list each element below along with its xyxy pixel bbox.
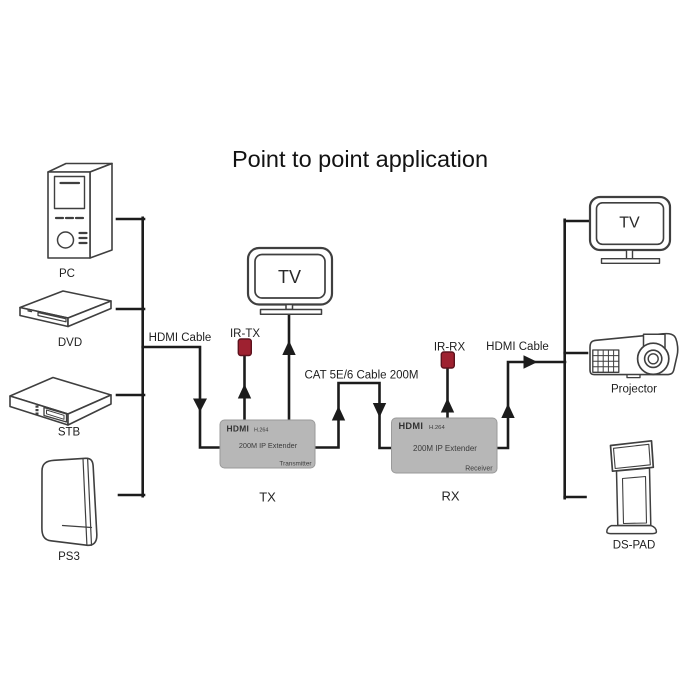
projector-foot <box>626 373 641 379</box>
tv-center-base <box>259 308 323 316</box>
ps3-icon <box>41 457 98 547</box>
rx-tag: RX <box>441 489 459 504</box>
ds-pad-panel <box>621 475 648 525</box>
arrow-right-hdmi-right <box>523 355 538 369</box>
receiver-brand: HDMI <box>399 421 424 431</box>
projector-lens-inner <box>647 353 659 365</box>
transmitter-role: Transmitter <box>279 461 312 468</box>
hdmi-cable-right-line <box>495 360 567 450</box>
ds-pad-icon <box>606 439 658 535</box>
pc-label: PC <box>59 268 75 280</box>
ds-pad-label: DS-PAD <box>613 540 656 552</box>
pc-screen <box>53 175 86 210</box>
dvd-right-face <box>67 300 112 328</box>
arrow-up-hdmi-right <box>501 403 515 418</box>
dvd-icon <box>19 290 112 328</box>
dvd-indicator <box>27 310 33 313</box>
pc-drive-bars <box>78 231 88 245</box>
ps3-seam-1 <box>82 458 88 546</box>
ir-rx-icon <box>440 351 455 369</box>
tx-tag: TX <box>259 490 276 505</box>
ds-pad-base <box>606 524 658 535</box>
hdmi-cable-right-label: HDMI Cable <box>486 341 549 353</box>
tv-right-icon <box>588 195 672 265</box>
hdmi-cable-left-line <box>141 345 222 449</box>
ir-tx-label: IR-TX <box>230 328 260 340</box>
stb-led-dots <box>35 405 39 415</box>
transmitter-brand: HDMI <box>227 424 250 434</box>
arrow-down-cat-right <box>372 403 387 418</box>
projector-label: Projector <box>611 384 657 396</box>
dvd-label: DVD <box>58 337 82 349</box>
dvd-tray-slot <box>37 311 67 323</box>
projector-lens-mid <box>643 349 663 369</box>
stb-label: STB <box>58 427 81 439</box>
pc-power-button <box>56 231 75 249</box>
arrow-up-tv-center <box>282 340 296 355</box>
hdmi-cable-left-label: HDMI Cable <box>149 332 212 344</box>
receiver-box: HDMI H.264 200M IP Extender Receiver <box>391 417 498 474</box>
arrow-up-ir-rx <box>440 398 455 413</box>
projector-vent-grid <box>592 349 620 373</box>
ps3-label: PS3 <box>58 551 80 563</box>
pc-side-face <box>89 162 113 259</box>
tv-right-screen <box>595 202 665 246</box>
tv-center-label: TV <box>278 267 301 287</box>
receiver-body <box>391 417 498 474</box>
stb-right-face <box>67 394 112 426</box>
ir-tx-icon <box>237 338 253 357</box>
page-title: Point to point application <box>232 146 488 172</box>
ds-pad-screen-inner <box>612 443 651 470</box>
tv-right-base <box>600 258 661 265</box>
tv-center-icon <box>246 246 334 316</box>
ps3-lower-line <box>61 524 93 529</box>
receiver-role: Receiver <box>465 465 493 472</box>
arrow-down-hdmi-left <box>193 398 207 412</box>
tv-center-screen <box>254 253 326 299</box>
projector-icon <box>589 332 679 379</box>
arrowheads <box>193 340 538 421</box>
transmitter-codec: H.264 <box>254 428 268 434</box>
stb-icon <box>9 376 112 426</box>
receiver-codec: H.264 <box>429 425 445 431</box>
wiring <box>115 216 590 500</box>
transmitter-box: HDMI H.264 200M IP Extender Transmitter <box>219 419 316 469</box>
transmitter-body <box>219 419 316 469</box>
arrow-up-ir-tx <box>237 384 252 399</box>
cat-cable-label: CAT 5E/6 Cable 200M <box>305 370 419 382</box>
ir-rx-label: IR-RX <box>434 342 466 354</box>
cat-cable-line <box>313 381 394 450</box>
receiver-model: 200M IP Extender <box>413 444 477 453</box>
stb-display-inner <box>46 409 65 420</box>
transmitter-model: 200M IP Extender <box>239 441 298 450</box>
ps3-body <box>41 457 98 547</box>
tv-right-label: TV <box>619 215 640 232</box>
ps3-seam-2 <box>87 457 93 546</box>
projector-lens-outer <box>636 342 670 376</box>
pc-icon <box>47 162 113 259</box>
tv-right-neck <box>625 249 634 260</box>
arrow-up-cat-left <box>331 406 346 421</box>
